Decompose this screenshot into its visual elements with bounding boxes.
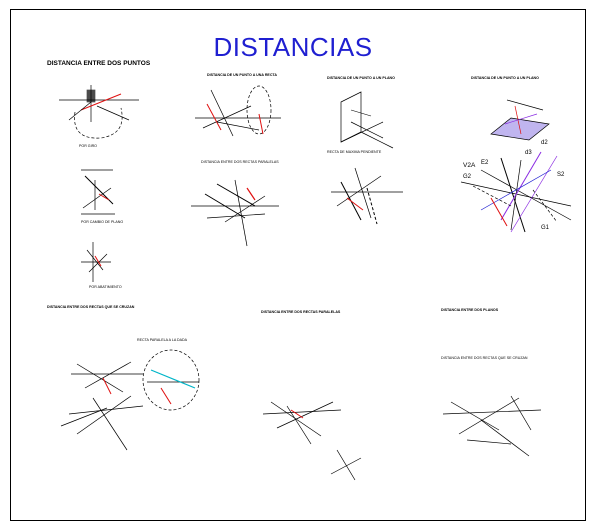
figure-parallel-lines bbox=[191, 179, 279, 247]
caption-cambio-plano: POR CAMBIO DE PLANO bbox=[81, 220, 124, 224]
figure-point-plane-1 bbox=[340, 91, 394, 149]
label-d3: d3 bbox=[525, 150, 532, 156]
caption-crossing-lines-2: DISTANCIA ENTRE DOS RECTAS QUE SE CRUZAN bbox=[441, 356, 528, 360]
figure-point-plane-2 bbox=[490, 99, 550, 141]
caption-parallel-lines: DISTANCIA ENTRE DOS RECTAS PARALELAS bbox=[201, 160, 279, 164]
figure-parallel-lines-2 bbox=[262, 401, 362, 481]
figure-crossing-lines bbox=[60, 349, 200, 451]
caption-point-plane-2: DISTANCIA DE UN PUNTO A UN PLANO bbox=[471, 76, 539, 80]
caption-two-planes: DISTANCIA ENTRE DOS PLANOS bbox=[441, 308, 499, 312]
caption-point-line: DISTANCIA DE UN PUNTO A UNA RECTA bbox=[207, 73, 277, 77]
caption-abatimiento: POR ABATIMIENTO bbox=[89, 285, 122, 289]
label-v2a: V2A bbox=[463, 162, 476, 169]
label-g1: G1 bbox=[541, 225, 550, 231]
drawing-sheet: DISTANCIAS DISTANCIA ENTRE DOS PUNTOS DI… bbox=[10, 9, 586, 521]
technical-drawings bbox=[59, 85, 572, 481]
figure-two-points bbox=[59, 85, 139, 139]
sheet-title: DISTANCIAS bbox=[213, 32, 373, 62]
label-e2: E2 bbox=[481, 160, 489, 166]
caption-parallel-dada: RECTA PARALELA A LA DADA bbox=[137, 338, 188, 342]
label-d2: d2 bbox=[541, 140, 548, 146]
label-g2: G2 bbox=[463, 174, 472, 180]
figure-cambio-plano bbox=[81, 169, 115, 215]
caption-crossing-lines: DISTANCIA ENTRE DOS RECTAS QUE SE CRUZAN bbox=[47, 305, 135, 309]
figure-max-pendiente bbox=[331, 167, 403, 225]
label-s2: S2 bbox=[557, 172, 565, 178]
caption-por-giro: POR GIRO bbox=[79, 144, 97, 148]
figure-point-line bbox=[195, 85, 281, 137]
caption-max-pendiente: RECTA DE MAXIMA PENDIENTE bbox=[327, 150, 382, 154]
figure-small-giro bbox=[81, 242, 111, 282]
figure-crossing-lines-2 bbox=[442, 395, 542, 457]
caption-point-plane-1: DISTANCIA DE UN PUNTO A UN PLANO bbox=[327, 76, 395, 80]
caption-parallel-lines-2: DISTANCIA ENTRE DOS RECTAS PARALELAS bbox=[261, 310, 341, 314]
figure-perspective-complex bbox=[460, 151, 572, 233]
section-subtitle: DISTANCIA ENTRE DOS PUNTOS bbox=[47, 60, 151, 67]
